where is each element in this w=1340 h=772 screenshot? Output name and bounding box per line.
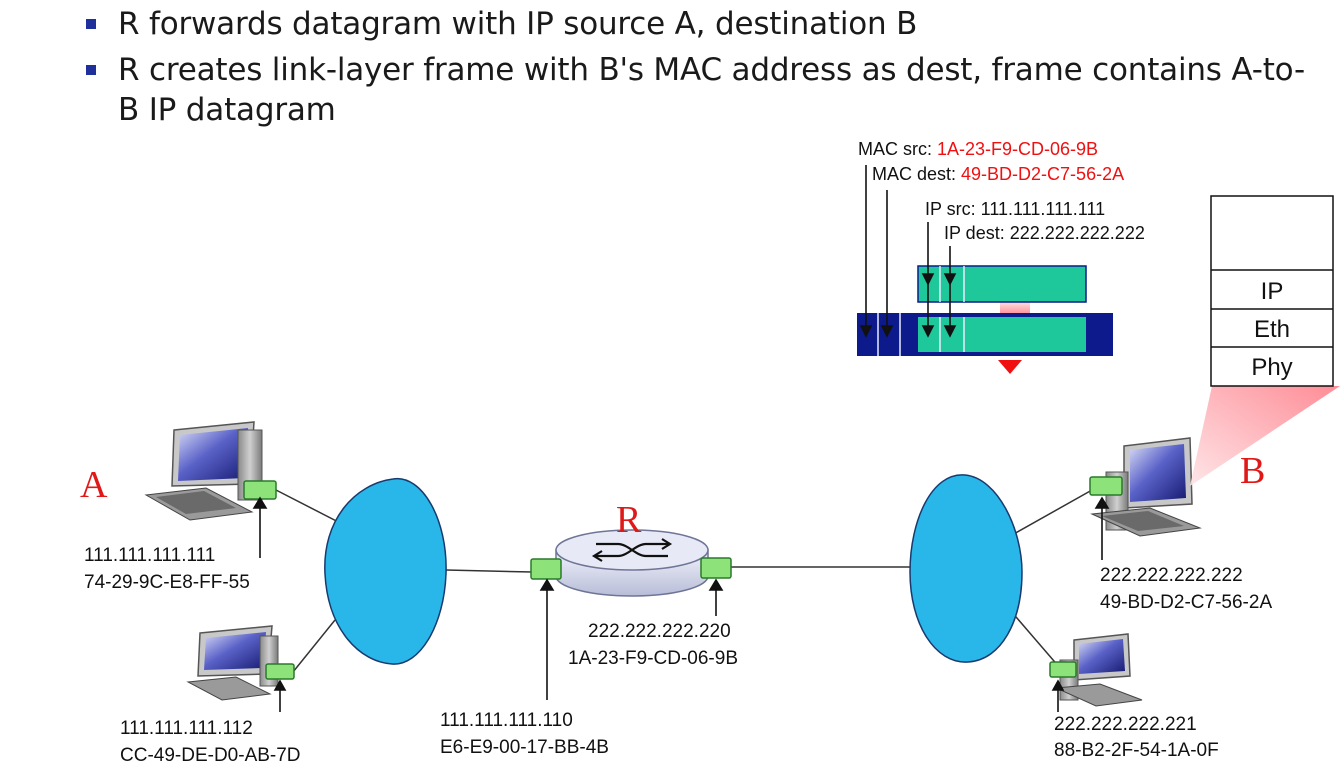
stack-layer-eth: Eth bbox=[1254, 316, 1290, 343]
mac-dest-value: 49-BD-D2-C7-56-2A bbox=[961, 164, 1124, 184]
computer-icon-host-a bbox=[144, 421, 263, 521]
computer-icon-host-b2 bbox=[1054, 633, 1143, 707]
bullet-text: R forwards datagram with IP source A, de… bbox=[118, 6, 918, 42]
bullet-marker bbox=[86, 19, 96, 29]
host-b2-mac: 88-B2-2F-54-1A-0F bbox=[1054, 740, 1219, 761]
stack-layer-ip: IP bbox=[1261, 278, 1284, 305]
stack-callout-beam bbox=[1190, 386, 1340, 486]
network-adapters bbox=[243, 476, 1123, 680]
host-a-ip: 111.111.111.111 bbox=[84, 545, 215, 566]
host-b2-ip: 222.222.222.221 bbox=[1054, 714, 1197, 735]
frame-datagram bbox=[918, 317, 1086, 352]
router-label: R bbox=[616, 499, 642, 541]
host-a2-mac: CC-49-DE-D0-AB-7D bbox=[120, 745, 301, 766]
adapter-host-a bbox=[243, 480, 277, 500]
adapter-host-b bbox=[1089, 476, 1123, 496]
mac-dest-label: MAC dest: 49-BD-D2-C7-56-2A bbox=[872, 164, 1124, 184]
host-b-label: B bbox=[1240, 450, 1265, 492]
address-pointer-arrows bbox=[252, 496, 1110, 712]
computer-icon-host-a2 bbox=[186, 625, 279, 701]
router-right-mac: 1A-23-F9-CD-06-9B bbox=[568, 648, 738, 669]
computer-icon-host-b bbox=[1090, 437, 1202, 537]
frame-down-arrow bbox=[998, 360, 1022, 374]
bullet-marker bbox=[86, 65, 96, 75]
host-a-label: A bbox=[80, 464, 108, 506]
bullet-list: R forwards datagram with IP source A, de… bbox=[70, 4, 1320, 130]
header-leader-lines bbox=[859, 165, 957, 338]
bullet-item: R creates link-layer frame with B's MAC … bbox=[70, 50, 1320, 130]
stack-layer-phy: Phy bbox=[1251, 354, 1292, 381]
mac-src-label: MAC src: 1A-23-F9-CD-06-9B bbox=[858, 139, 1098, 159]
ip-src-label: IP src: 111.111.111.111 bbox=[925, 199, 1105, 219]
host-b-ip: 222.222.222.222 bbox=[1100, 565, 1243, 586]
subnet-cloud-left bbox=[324, 478, 447, 665]
host-a2-ip: 111.111.111.112 bbox=[120, 718, 253, 739]
bullet-text: R creates link-layer frame with B's MAC … bbox=[118, 52, 1306, 128]
adapter-host-a2 bbox=[265, 663, 295, 680]
host-b-mac: 49-BD-D2-C7-56-2A bbox=[1100, 592, 1272, 613]
router-cross-icon bbox=[591, 538, 673, 562]
subnet-cloud-right bbox=[909, 474, 1023, 663]
link-layer-frame bbox=[857, 265, 1113, 374]
encapsulation-beam bbox=[1000, 302, 1030, 315]
host-a-mac: 74-29-9C-E8-FF-55 bbox=[84, 572, 250, 593]
datagram-payload bbox=[917, 265, 1087, 303]
ip-dest-label: IP dest: 222.222.222.222 bbox=[944, 223, 1145, 243]
router-left-ip: 111.111.111.110 bbox=[440, 710, 573, 731]
bullet-item: R forwards datagram with IP source A, de… bbox=[70, 4, 1320, 44]
router-right-ip: 222.222.222.220 bbox=[588, 621, 731, 642]
adapter-router-right bbox=[700, 557, 732, 579]
adapter-host-b2 bbox=[1049, 661, 1077, 678]
router bbox=[555, 529, 709, 597]
network-links bbox=[275, 489, 1093, 673]
adapter-router-left bbox=[530, 558, 562, 580]
router-left-mac: E6-E9-00-17-BB-4B bbox=[440, 737, 609, 758]
protocol-stack: IP Eth Phy bbox=[1210, 195, 1334, 387]
mac-src-value: 1A-23-F9-CD-06-9B bbox=[937, 139, 1098, 159]
